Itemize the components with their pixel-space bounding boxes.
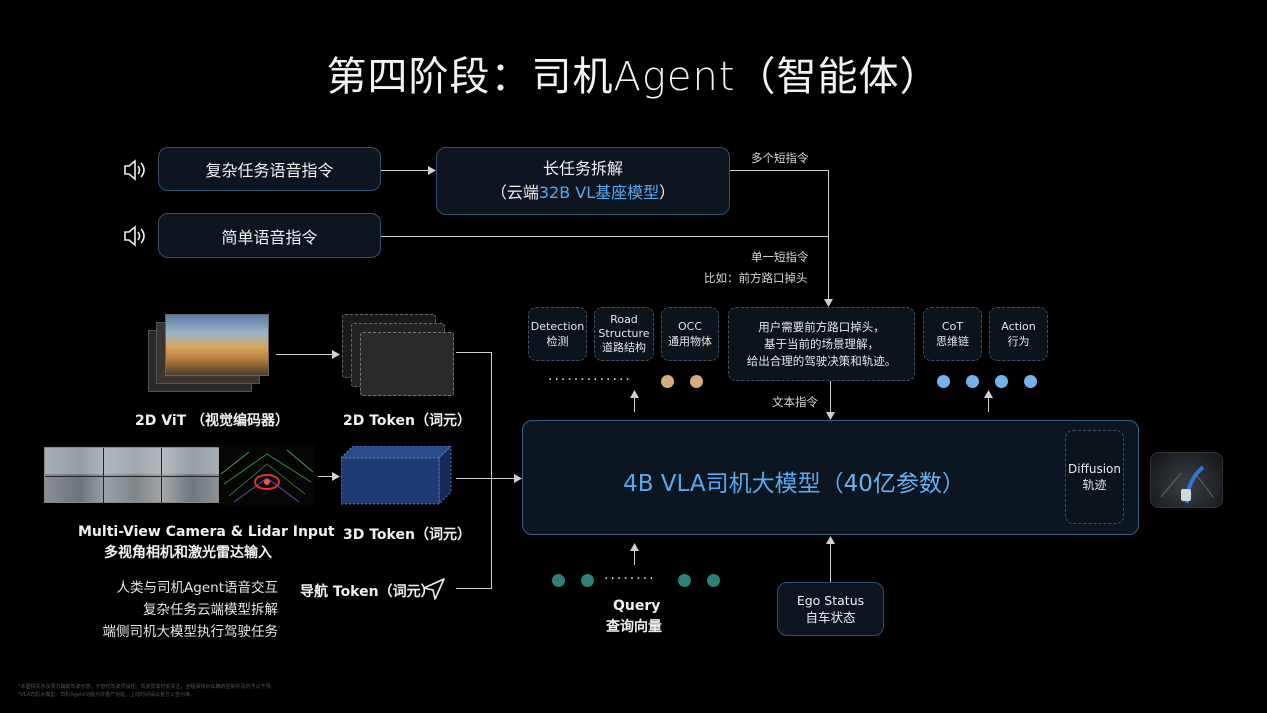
occ-head: OCC 通用物体 bbox=[661, 307, 719, 361]
multi-view-camera-images bbox=[44, 447, 220, 504]
token-2d-caption: 2D Token（词元） bbox=[343, 413, 471, 429]
single-short-label: 单一短指令 bbox=[751, 250, 809, 264]
arrow-head bbox=[428, 166, 436, 175]
lidar-point-cloud bbox=[219, 444, 315, 506]
connector bbox=[988, 396, 989, 412]
arrow-head bbox=[514, 474, 522, 483]
simple-voice-box: 简单语音指令 bbox=[158, 213, 381, 258]
connector bbox=[830, 381, 831, 413]
connector bbox=[456, 588, 492, 589]
connector bbox=[828, 170, 829, 302]
detection-head: Detection 检测 bbox=[528, 307, 587, 361]
long-task-model-accent: 32B VL基座模型 bbox=[538, 183, 660, 202]
multi-short-label: 多个短指令 bbox=[751, 151, 809, 165]
nav-token-caption: 导航 Token（词元） bbox=[300, 584, 435, 600]
arrow-head bbox=[826, 536, 835, 544]
action-token-dot bbox=[966, 375, 979, 388]
action-token-dot bbox=[1024, 375, 1037, 388]
token-3d-caption: 3D Token（词元） bbox=[343, 527, 471, 543]
output-token-dots: ············· bbox=[548, 372, 632, 388]
vla-model-box: 4B VLA司机大模型（40亿参数） bbox=[522, 420, 1139, 535]
road-structure-head: Road Structure 道路结构 bbox=[594, 307, 654, 361]
complex-voice-box: 复杂任务语音指令 bbox=[158, 147, 381, 191]
arrow-head bbox=[984, 390, 993, 398]
arrow-head bbox=[332, 350, 340, 359]
connector bbox=[276, 354, 332, 355]
arrow-head bbox=[332, 472, 340, 481]
occ-token-dot bbox=[690, 375, 703, 388]
scene-understanding-box: 用户需要前方路口掉头， 基于当前的场景理解， 给出合理的驾驶决策和轨迹。 bbox=[728, 307, 915, 381]
query-caption-cn: 查询向量 bbox=[606, 619, 662, 635]
query-token-dot bbox=[678, 574, 691, 587]
footnote-line: *本图相关涉及原方辅助驾驶示意，不替代驾驶员操控。驾驶员需时刻关注，全程保持对车… bbox=[18, 684, 276, 690]
complex-voice-label: 复杂任务语音指令 bbox=[205, 161, 334, 180]
occ-token-dot bbox=[661, 375, 674, 388]
speaker-icon bbox=[124, 159, 145, 181]
query-token-dot bbox=[581, 574, 594, 587]
connector bbox=[730, 170, 828, 171]
connector bbox=[830, 542, 831, 582]
arrow-head bbox=[824, 299, 833, 307]
camera-image-stack bbox=[148, 314, 273, 392]
connector bbox=[634, 549, 635, 565]
speaker-icon bbox=[124, 225, 145, 247]
arrow-head bbox=[826, 412, 835, 420]
token-3d-block bbox=[341, 446, 452, 505]
connector bbox=[634, 396, 635, 412]
action-head: Action 行为 bbox=[989, 307, 1048, 361]
query-caption-en: Query bbox=[613, 598, 661, 614]
vit-caption: 2D ViT （视觉编码器） bbox=[135, 413, 290, 429]
connector bbox=[318, 476, 332, 477]
text-instruction-label: 文本指令 bbox=[772, 395, 818, 409]
query-token-dot bbox=[707, 574, 720, 587]
bullet-item: 人类与司机Agent语音交互 bbox=[116, 580, 278, 596]
navigation-arrow-icon bbox=[423, 578, 445, 600]
arrow-head bbox=[630, 543, 639, 551]
vla-model-label: 4B VLA司机大模型（40亿参数） bbox=[623, 471, 965, 497]
connector bbox=[456, 478, 492, 479]
connector bbox=[492, 478, 515, 479]
ego-status-box: Ego Status 自车状态 bbox=[777, 582, 884, 636]
connector bbox=[381, 236, 828, 237]
action-token-dot bbox=[995, 375, 1008, 388]
camera-caption-cn: 多视角相机和激光雷达输入 bbox=[104, 545, 272, 561]
simple-voice-label: 简单语音指令 bbox=[221, 227, 318, 247]
footnote-line: *VLA司机大模型、司机Agent功能为非量产功能，上线时间请以官方公告为准。 bbox=[18, 692, 196, 698]
trajectory-preview-image bbox=[1150, 452, 1223, 508]
vla-param-count: 40亿参数 bbox=[843, 471, 942, 497]
connector bbox=[456, 352, 492, 353]
arrow-head bbox=[630, 390, 639, 398]
bullet-item: 端侧司机大模型执行驾驶任务 bbox=[102, 624, 279, 640]
cot-head: CoT 思维链 bbox=[923, 307, 982, 361]
action-token-dot bbox=[937, 375, 950, 388]
connector bbox=[381, 170, 431, 171]
bullet-item: 复杂任务云端模型拆解 bbox=[143, 602, 278, 618]
long-task-box: 长任务拆解 （云端32B VL基座模型） bbox=[436, 147, 730, 215]
connector bbox=[491, 352, 492, 589]
long-task-model: （云端32B VL基座模型） bbox=[490, 183, 676, 202]
example-label: 比如：前方路口掉头 bbox=[704, 271, 808, 285]
long-task-title: 长任务拆解 bbox=[542, 159, 623, 178]
token-2d-stack bbox=[342, 314, 454, 396]
query-token-dot bbox=[552, 574, 565, 587]
query-dots: ········ bbox=[604, 571, 656, 587]
diffusion-head: Diffusion 轨迹 bbox=[1065, 430, 1124, 524]
page-title: 第四阶段：司机Agent（智能体） bbox=[326, 54, 941, 100]
camera-caption-en: Multi-View Camera & Lidar Input bbox=[78, 524, 335, 540]
